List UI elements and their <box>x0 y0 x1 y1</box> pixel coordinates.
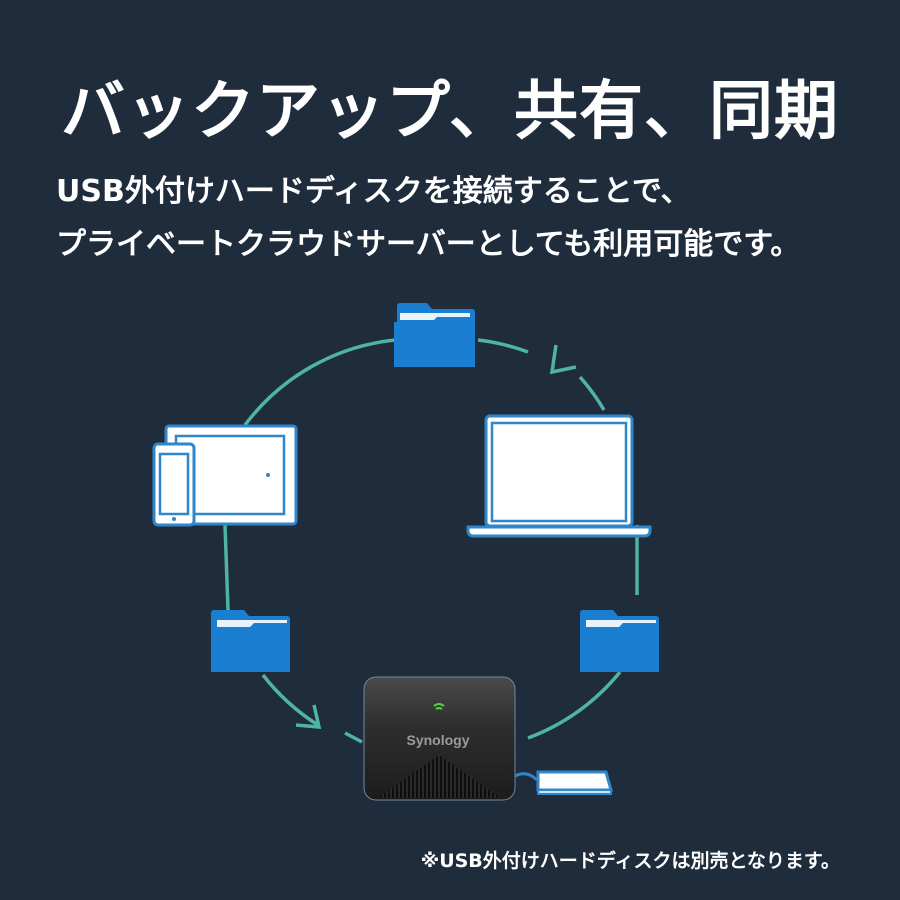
usb-hard-disk-icon <box>536 770 613 795</box>
folder-icon-right <box>580 610 659 672</box>
usb-cable <box>514 772 539 782</box>
page-title: バックアップ、共有、同期 <box>60 75 840 149</box>
laptop-icon <box>466 414 652 538</box>
tablet-phone-icon <box>152 424 298 527</box>
wifi-led-icon <box>433 703 445 710</box>
sync-ring <box>223 338 639 744</box>
router-brand-label: Synology <box>406 732 469 748</box>
folder-icon-top <box>394 303 475 367</box>
arrow-icon <box>295 344 577 729</box>
subtitle-line-2: プライベートクラウドサーバーとしても利用可能です。 <box>56 227 801 262</box>
folder-icon-left <box>211 610 290 672</box>
synology-router-image: Synology <box>363 676 539 801</box>
footnote: ※USB外付けハードディスクは別売となります。 <box>420 850 840 872</box>
subtitle-line-1: USB外付けハードディスクを接続することで、 <box>56 174 691 209</box>
